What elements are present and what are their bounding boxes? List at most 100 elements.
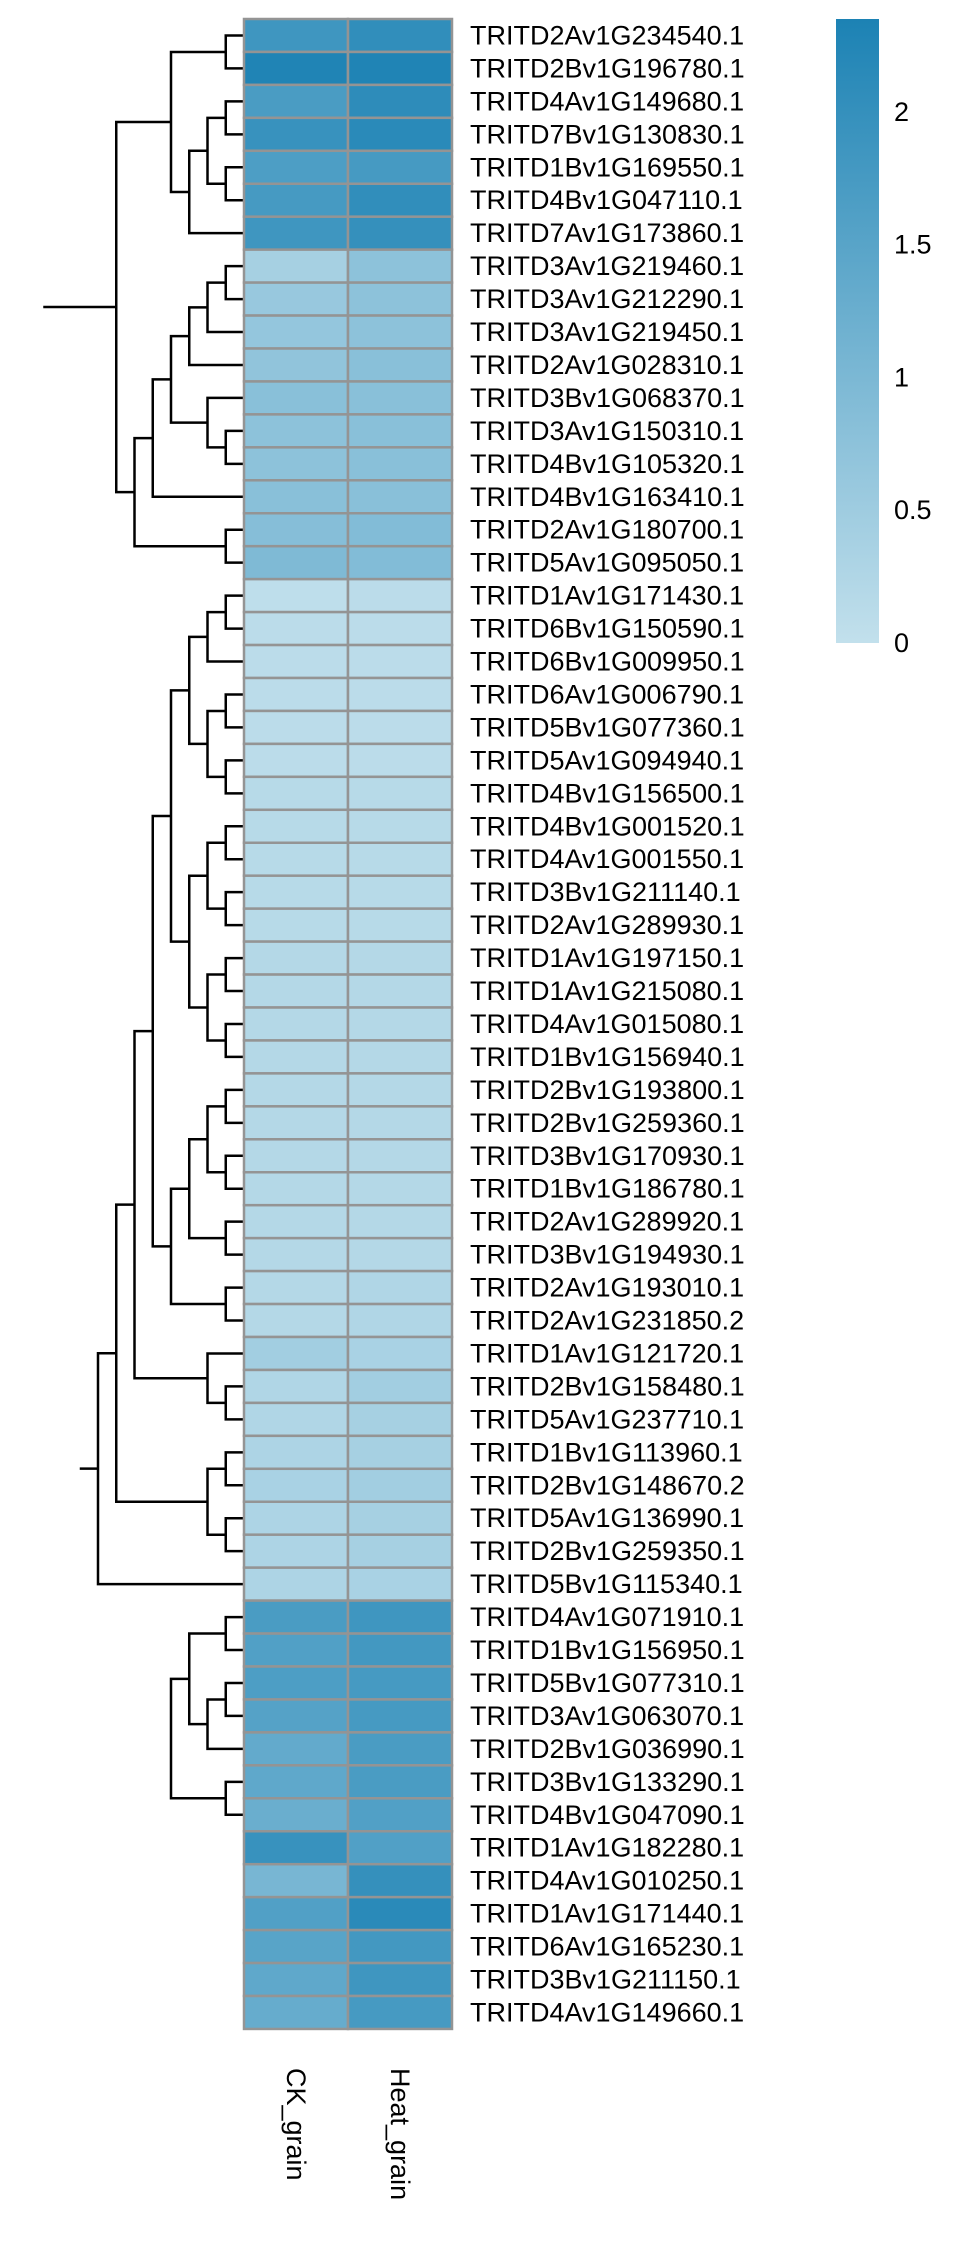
heatmap-cell-heat-grain-row-39 <box>346 1302 454 1339</box>
row-label: TRITD3Av1G150310.1 <box>470 416 744 446</box>
heatmap-cell-ck-grain-row-16 <box>242 544 350 581</box>
heatmap-cell-heat-grain-row-2 <box>346 83 454 120</box>
heatmap-cell-ck-grain-row-25 <box>242 841 350 877</box>
row-label: TRITD1Av1G182280.1 <box>470 1833 744 1863</box>
heatmap-cell-ck-grain-row-41 <box>242 1368 350 1405</box>
dendrogram-branch <box>188 306 244 367</box>
row-label: TRITD1Bv1G156940.1 <box>470 1042 745 1072</box>
row-label: TRITD2Bv1G259350.1 <box>470 1536 745 1566</box>
row-label: TRITD4Av1G010250.1 <box>470 1866 744 1896</box>
dendrogram-branch <box>224 1154 244 1190</box>
heatmap-cell-heat-grain-row-25 <box>346 841 454 877</box>
row-label: TRITD7Bv1G130830.1 <box>470 119 745 149</box>
heatmap-cell-heat-grain-row-41 <box>346 1368 454 1405</box>
heatmap-cell-ck-grain-row-14 <box>242 479 350 515</box>
heatmap-cell-ck-grain-row-40 <box>242 1335 350 1372</box>
dendrogram-branch <box>224 1220 244 1256</box>
row-label: TRITD2Av1G193010.1 <box>470 1273 744 1303</box>
row-label: TRITD4Av1G149660.1 <box>470 1997 744 2027</box>
heatmap-cell-ck-grain-row-51 <box>242 1698 350 1734</box>
dendrogram-branch <box>188 635 208 746</box>
heatmap-cell-ck-grain-row-13 <box>242 446 350 482</box>
heatmap-cell-heat-grain-row-31 <box>346 1039 454 1075</box>
heatmap-cell-ck-grain-row-27 <box>242 907 350 943</box>
heatmap-cell-heat-grain-row-3 <box>346 116 454 153</box>
heatmap-cell-ck-grain-row-58 <box>242 1928 350 1965</box>
row-label: TRITD5Av1G237710.1 <box>470 1404 744 1434</box>
row-label: TRITD4Bv1G156500.1 <box>470 778 745 808</box>
dendrogram-branch <box>224 100 244 136</box>
heatmap-cell-ck-grain-row-46 <box>242 1533 350 1569</box>
dendrogram-branch <box>224 1780 244 1817</box>
row-dendrogram <box>43 35 244 1817</box>
row-label: TRITD1Bv1G113960.1 <box>470 1437 743 1467</box>
heatmap-cell-ck-grain-row-5 <box>242 182 350 218</box>
row-label: TRITD3Bv1G194930.1 <box>470 1240 745 1270</box>
heatmap-cell-ck-grain-row-23 <box>242 775 350 812</box>
dendrogram-branch <box>224 166 244 202</box>
heatmap-cell-heat-grain-row-5 <box>346 182 454 218</box>
row-label: TRITD4Bv1G001520.1 <box>470 811 745 841</box>
heatmap-cell-ck-grain-row-22 <box>242 742 350 779</box>
dendrogram-branch <box>206 1467 226 1536</box>
heatmap-cell-ck-grain-row-21 <box>242 709 350 746</box>
heatmap-cell-ck-grain-row-36 <box>242 1203 350 1240</box>
heatmap-cell-ck-grain-row-15 <box>242 512 350 548</box>
heatmap-cell-ck-grain-row-6 <box>242 215 350 251</box>
heatmap-cell-heat-grain-row-15 <box>346 512 454 548</box>
dendrogram-branch <box>206 116 226 185</box>
heatmap-cell-heat-grain-row-50 <box>346 1665 454 1701</box>
row-label: TRITD2Av1G231850.2 <box>470 1306 744 1336</box>
dendrogram-branch <box>206 841 226 910</box>
dendrogram-branch <box>224 1681 244 1718</box>
row-label: TRITD3Av1G219460.1 <box>470 251 744 281</box>
heatmap-cell-ck-grain-row-34 <box>242 1138 350 1174</box>
heatmap-cell-heat-grain-row-48 <box>346 1599 454 1635</box>
dendrogram-branch <box>169 1187 226 1306</box>
row-label: TRITD1Bv1G169550.1 <box>470 152 745 182</box>
row-label: TRITD5Av1G095050.1 <box>470 548 744 578</box>
heatmap-cells <box>242 17 454 2031</box>
heatmap-cell-ck-grain-row-10 <box>242 347 350 383</box>
heatmap-cell-ck-grain-row-47 <box>242 1566 350 1602</box>
heatmap-cell-heat-grain-row-4 <box>346 149 454 186</box>
row-label: TRITD6Av1G165230.1 <box>470 1932 744 1962</box>
heatmap-cell-heat-grain-row-9 <box>346 314 454 350</box>
row-label: TRITD3Bv1G068370.1 <box>470 383 745 413</box>
heatmap-cell-ck-grain-row-31 <box>242 1039 350 1075</box>
row-label: TRITD3Av1G219450.1 <box>470 317 744 347</box>
heatmap-cell-ck-grain-row-38 <box>242 1269 350 1306</box>
row-label: TRITD3Bv1G211150.1 <box>470 1965 741 1995</box>
heatmap-cell-ck-grain-row-59 <box>242 1961 350 1998</box>
heatmap-cell-ck-grain-row-44 <box>242 1467 350 1504</box>
heatmap-cell-heat-grain-row-53 <box>346 1764 454 1800</box>
legend-tick-label: 1.5 <box>894 230 932 260</box>
heatmap-cell-ck-grain-row-18 <box>242 610 350 647</box>
heatmap-cell-heat-grain-row-35 <box>346 1171 454 1207</box>
heatmap-cell-heat-grain-row-55 <box>346 1830 454 1866</box>
heatmap-cell-heat-grain-row-44 <box>346 1467 454 1504</box>
dendrogram-branch <box>188 149 244 235</box>
row-label: TRITD3Bv1G170930.1 <box>470 1141 745 1171</box>
dendrogram-branch <box>169 50 226 194</box>
row-label: TRITD1Bv1G156950.1 <box>470 1635 745 1665</box>
heatmap-cell-heat-grain-row-17 <box>346 577 454 614</box>
heatmap-cell-heat-grain-row-59 <box>346 1961 454 1998</box>
row-label: TRITD4Bv1G047090.1 <box>470 1800 745 1830</box>
heatmap-cell-ck-grain-row-28 <box>242 940 350 976</box>
heatmap-cell-heat-grain-row-20 <box>346 676 454 713</box>
heatmap-cell-heat-grain-row-49 <box>346 1632 454 1668</box>
heatmap-cell-heat-grain-row-23 <box>346 775 454 812</box>
row-label: TRITD2Av1G234540.1 <box>470 20 744 50</box>
heatmap-cell-heat-grain-row-27 <box>346 907 454 943</box>
dendrogram-branch <box>115 120 171 494</box>
dendrogram-branch <box>224 594 244 630</box>
row-label: TRITD2Bv1G259360.1 <box>470 1108 745 1138</box>
row-label: TRITD4Bv1G105320.1 <box>470 449 745 479</box>
heatmap-cell-ck-grain-row-32 <box>242 1072 350 1108</box>
heatmap-cell-heat-grain-row-45 <box>346 1500 454 1536</box>
heatmap-cell-heat-grain-row-54 <box>346 1797 454 1833</box>
row-label: TRITD4Av1G149680.1 <box>470 86 744 116</box>
heatmap-cell-heat-grain-row-37 <box>346 1236 454 1273</box>
